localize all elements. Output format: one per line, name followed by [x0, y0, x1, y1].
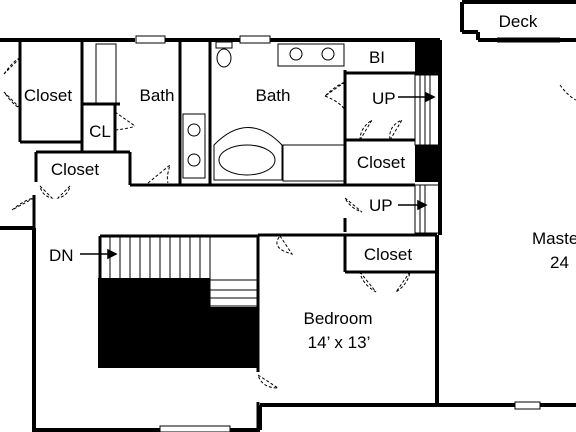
windows [135, 35, 560, 432]
bedroom-label: Bedroom [304, 309, 373, 328]
bedroom-size-label: 14’ x 13’ [308, 333, 371, 352]
deck-label: Deck [499, 12, 538, 31]
closet-right-label: Closet [357, 153, 405, 172]
up-stair-treads [414, 74, 441, 234]
stairs [109, 236, 258, 307]
fixtures [95, 41, 346, 182]
cl-label: CL [89, 122, 111, 141]
bi-label: BI [369, 48, 385, 67]
arrows [80, 91, 436, 260]
up-label-1: UP [372, 89, 396, 108]
doors [3, 57, 576, 389]
labels: Deck Closet Bath Bath BI CL Closet Close… [24, 12, 576, 352]
dn-label: DN [49, 246, 74, 265]
up-label-2: UP [369, 196, 393, 215]
master-size-label: 24 [550, 253, 569, 272]
closet-bedroom-label: Closet [364, 245, 412, 264]
solid-blocks [98, 40, 440, 368]
closet-hall-label: Closet [51, 160, 99, 179]
bath-1-label: Bath [140, 86, 175, 105]
bath-2-label: Bath [256, 86, 291, 105]
closet-left-label: Closet [24, 86, 72, 105]
master-label: Master [532, 229, 576, 248]
